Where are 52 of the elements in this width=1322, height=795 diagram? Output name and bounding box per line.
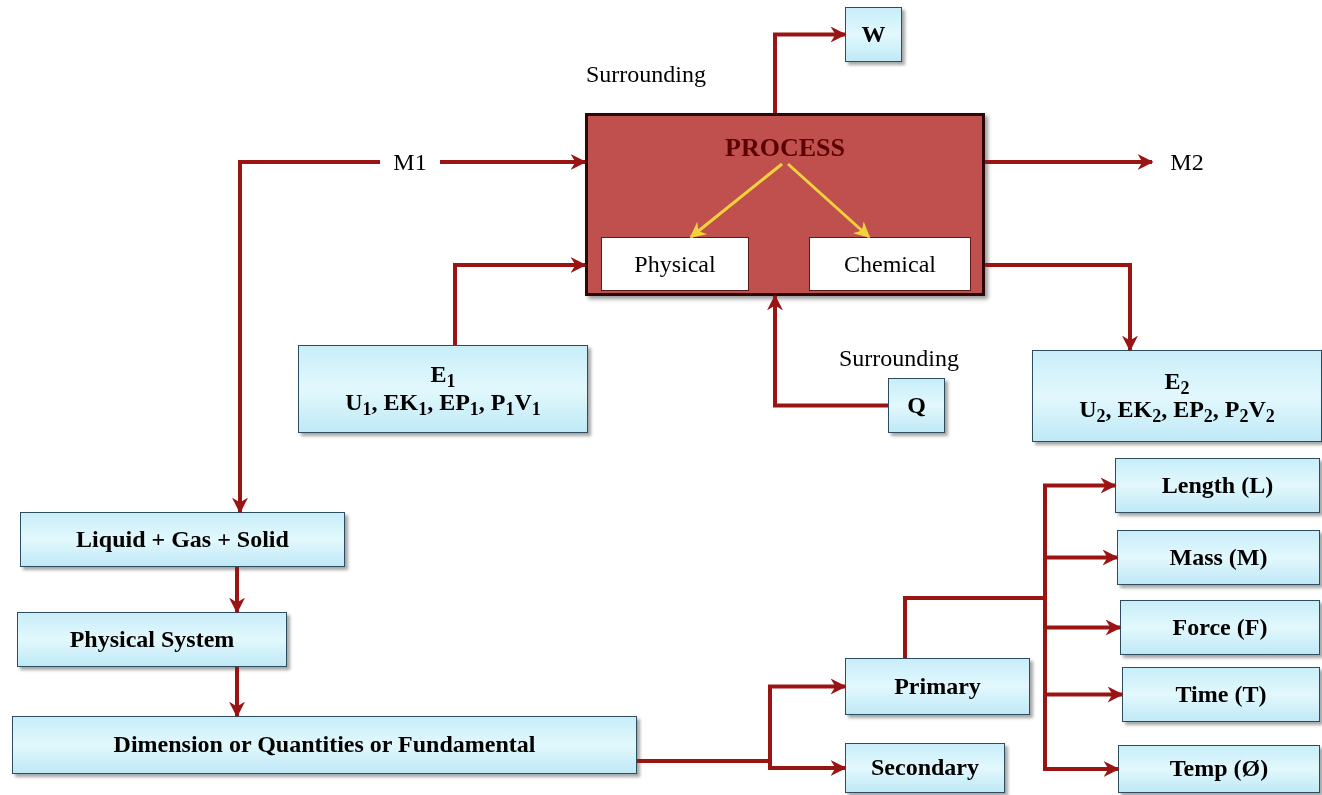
quantity-box [1115, 458, 1320, 513]
box-text: E$_{2}$ [1164, 368, 1190, 396]
box-text: Q [907, 391, 926, 420]
arrow [453, 257, 587, 345]
box-text: Time (T) [1175, 680, 1267, 709]
box-text: Dimension or Quantities or Fundamental [113, 731, 536, 759]
process-heading: PROCESS [705, 130, 865, 164]
box-text: Length (L) [1161, 471, 1274, 500]
quantity-box [845, 743, 1005, 793]
box-text: Secondary [871, 754, 979, 782]
process-type-box [601, 237, 749, 291]
quantity-box [1117, 530, 1320, 585]
arrow [689, 162, 783, 239]
quantity-box [298, 345, 588, 433]
arrow [985, 154, 1154, 170]
box-text: E$_{1}$ [430, 361, 456, 389]
box-text: Physical System [69, 625, 235, 654]
arrow [787, 162, 871, 239]
arrow [232, 160, 380, 514]
box-text: Force (F) [1172, 613, 1268, 642]
box-subtext: U$_{2}$, EK$_{2}$, EP$_{2}$, P$_{2}$V$_{2}$ [1079, 396, 1275, 424]
arrow [229, 667, 245, 718]
arrow [773, 26, 847, 113]
box-text: Primary [894, 672, 981, 701]
box-text: Physical [634, 250, 716, 279]
surrounding-label: Surrounding [839, 345, 959, 373]
quantity-box [12, 716, 637, 774]
arrow [440, 154, 587, 170]
arrow [903, 596, 1120, 777]
box-text: W [861, 20, 886, 49]
box-text: Mass (M) [1169, 543, 1268, 572]
box-subtext: U$_{1}$, EK$_{1}$, EP$_{1}$, P$_{1}$V$_{1}$ [345, 389, 541, 417]
quantity-box [17, 612, 287, 667]
arrow [229, 567, 245, 614]
box-text: Liquid + Gas + Solid [76, 525, 289, 554]
arrow [985, 263, 1138, 352]
stream-label: M1 [380, 146, 440, 178]
quantity-box [1118, 745, 1320, 793]
quantity-box [845, 7, 902, 62]
quantity-box [845, 658, 1030, 715]
arrow [637, 759, 847, 776]
arrow [767, 294, 888, 408]
quantity-box [1122, 667, 1320, 722]
process-box [585, 113, 985, 296]
box-text: Chemical [844, 250, 936, 279]
box-text: Temp (Ø) [1169, 755, 1269, 783]
process-type-box [809, 237, 971, 291]
quantity-box [1032, 350, 1322, 442]
quantity-box [1120, 600, 1320, 655]
quantity-box [20, 512, 345, 567]
surrounding-label: Surrounding [586, 60, 706, 89]
stream-label: M2 [1152, 146, 1222, 178]
